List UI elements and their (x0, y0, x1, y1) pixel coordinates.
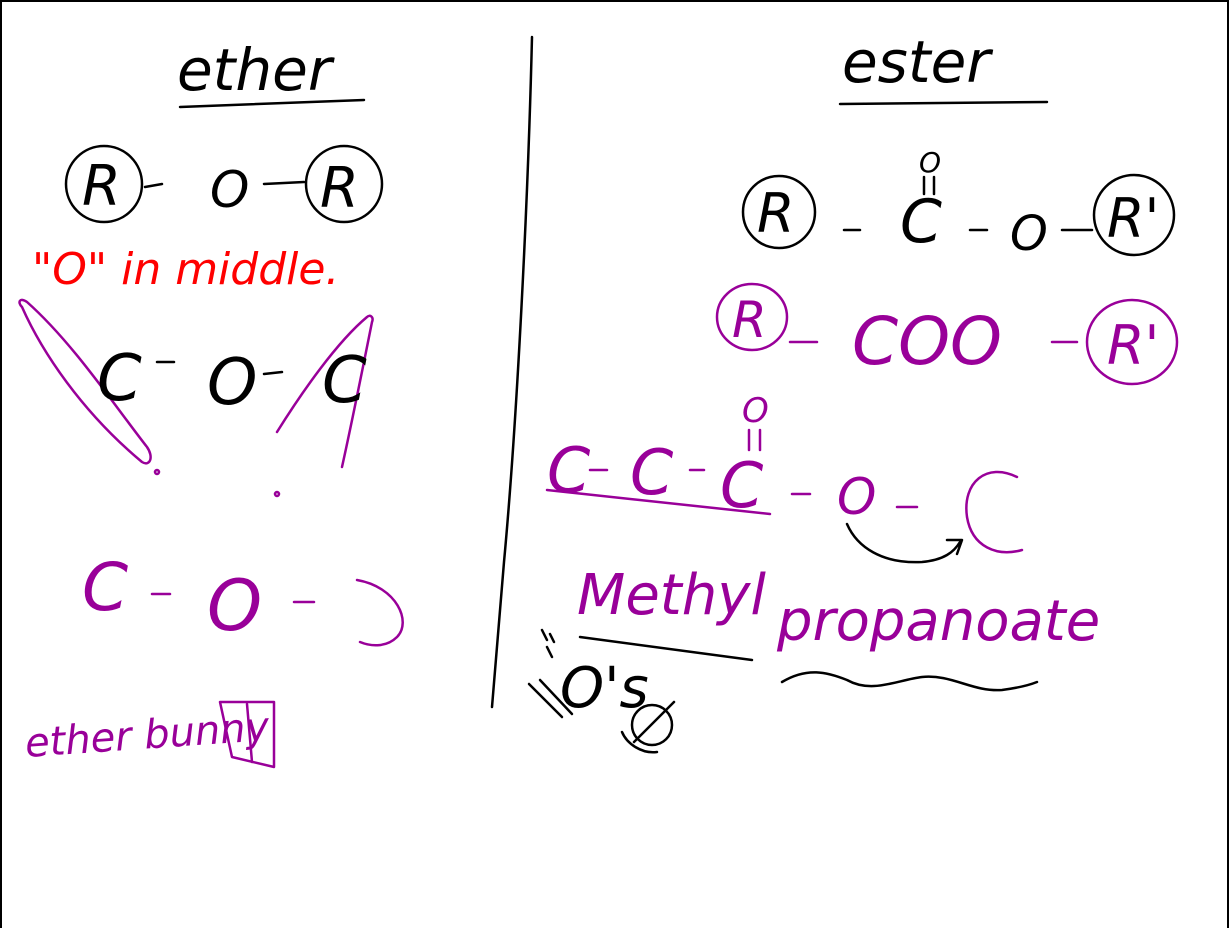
ether-r-right-circle (304, 144, 384, 224)
ester-double-bond (922, 175, 936, 196)
side-note-slash (632, 700, 676, 744)
bunny-body (218, 700, 276, 769)
bunny-eye-right (273, 490, 281, 498)
ester-name-acid: propanoate (776, 589, 1100, 654)
ether-skeleton-left: C (97, 342, 142, 416)
ester-example: O C C C O (545, 391, 1024, 564)
bunny-eye-left (153, 468, 161, 476)
ether-second-oxygen: O (207, 565, 262, 647)
ester-example-arrow (845, 522, 964, 564)
ester-example-double-bond (747, 428, 762, 452)
ester-carbon: C (900, 187, 942, 257)
ether-r-right: R (320, 156, 359, 221)
ether-oxygen: O (210, 161, 249, 219)
side-note-circle (630, 703, 674, 747)
ester-heading-text: ester (842, 28, 993, 96)
ether-skeleton-oxygen: O (207, 346, 257, 420)
ether-heading-text: ether (177, 36, 335, 104)
ester-condensed-r-left-circle (715, 282, 789, 352)
ester-heading-underline (838, 100, 1049, 106)
ester-condensed-r-right: R' (1107, 314, 1159, 377)
ester-name-alkyl: Methyl (577, 563, 766, 628)
ether-formula: R O R (64, 144, 384, 224)
column-divider (490, 35, 534, 709)
ester-name-alkyl-underline (578, 635, 754, 662)
bunny-body-line (245, 702, 254, 764)
side-note-marks (527, 678, 574, 719)
ester-example-c1: C (547, 434, 591, 507)
ether-bunny-drawing (218, 700, 276, 769)
ether-bond-1 (143, 182, 164, 189)
ester-carbonyl-o: O (919, 146, 941, 179)
ester-example-c2: C (630, 436, 674, 509)
ester-r-right: R' (1107, 187, 1159, 250)
ether-second-skeleton: C O (82, 549, 404, 647)
ester-example-o: O (837, 468, 876, 526)
ester-r-right-circle (1092, 173, 1176, 257)
ester-condensed-middle: COO (852, 303, 1002, 380)
ether-bunny-ear-right (275, 314, 374, 469)
ether-heading-underline (178, 98, 366, 109)
ester-heading: ester (838, 28, 1049, 106)
ether-bond-2 (262, 180, 306, 186)
ester-side-note-text: O's (560, 656, 649, 721)
ether-second-left: C (82, 549, 128, 626)
ether-r-left: R (82, 154, 121, 219)
ester-condensed: R COO R' (715, 282, 1179, 386)
ester-side-note: O's (527, 628, 676, 754)
side-note-dots (540, 628, 556, 659)
ester-r-left-circle (741, 174, 817, 250)
ether-r-left-circle (64, 144, 144, 224)
ester-formula: R O C O R' (741, 146, 1176, 262)
ester-name-acid-wavy-underline (780, 671, 1039, 692)
ether-heading: ether (177, 36, 366, 109)
ester-example-underline (545, 488, 772, 516)
ether-skeleton-right: C (322, 344, 367, 418)
ester-condensed-r-left: R (732, 291, 767, 349)
ether-note: "O" in middle. (32, 244, 339, 295)
side-note-tail (620, 730, 659, 754)
ether-second-right (355, 578, 404, 647)
ester-name: Methyl propanoate (577, 563, 1100, 692)
ester-oxygen: O (1010, 206, 1048, 262)
ether-bunny-ear-left (18, 298, 152, 465)
ester-condensed-r-right-circle (1085, 298, 1179, 386)
ester-r-left: R (757, 182, 795, 245)
ester-example-carbonyl-o: O (742, 391, 769, 431)
ether-skeleton: C O C (18, 298, 374, 498)
ether-skeleton-bond-2 (262, 370, 284, 376)
ester-example-c4-circled (965, 470, 1024, 554)
